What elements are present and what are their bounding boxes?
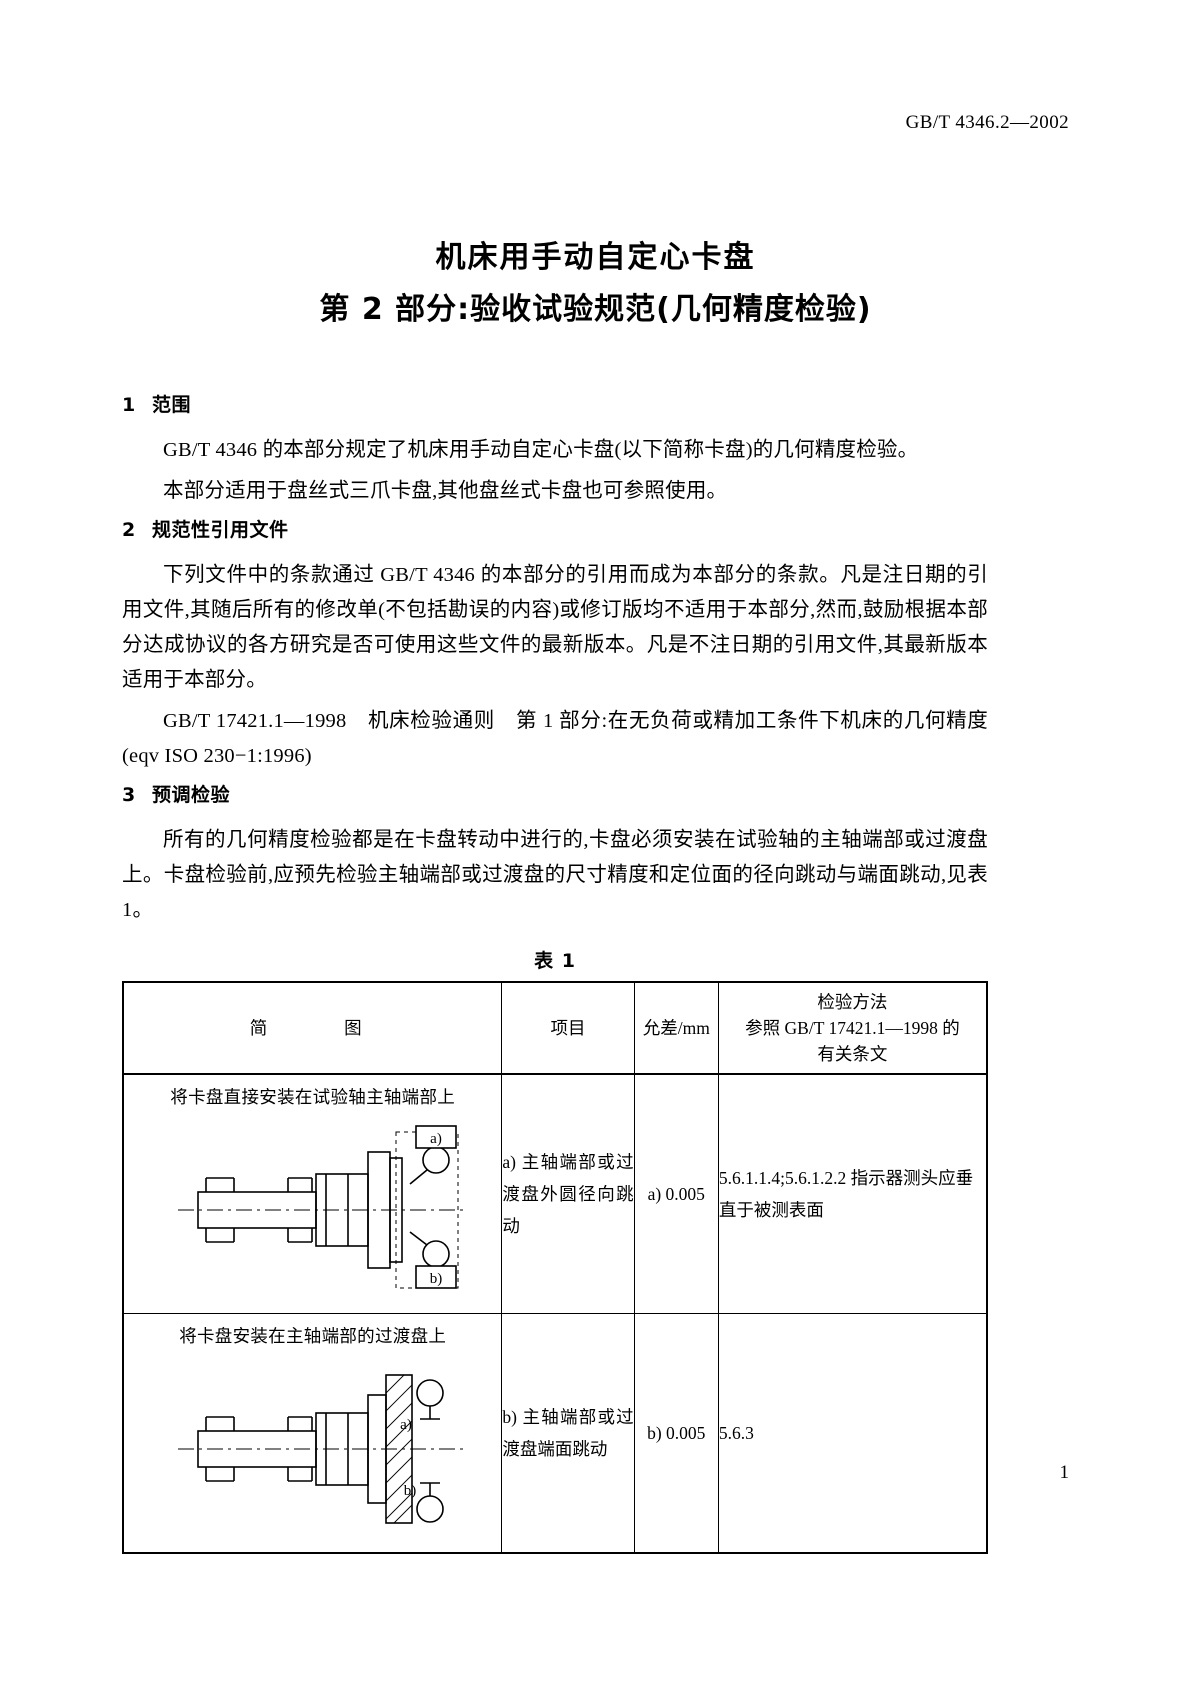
- column-header-method: 检验方法 参照 GB/T 17421.1—1998 的 有关条文: [717, 981, 988, 1075]
- standard-number: GB/T 4346.2—2002: [905, 112, 1069, 133]
- spindle-nose-direct-mount-diagram: a) b): [177, 1125, 466, 1289]
- section-1-paragraph-1: GB/T 4346 的本部分规定了机床用手动自定心卡盘(以下简称卡盘)的几何精度…: [163, 439, 919, 461]
- section-1-paragraph-2: 本部分适用于盘丝式三爪卡盘,其他盘丝式卡盘也可参照使用。: [163, 480, 728, 502]
- table-row: 将卡盘安装在主轴端部的过渡盘上: [122, 1313, 988, 1554]
- figure-title-row-2: 将卡盘安装在主轴端部的过渡盘上: [179, 1326, 447, 1346]
- table-row: 将卡盘直接安装在试验轴主轴端部上: [122, 1073, 988, 1314]
- section-heading-1: 1 范围: [122, 390, 988, 417]
- item-cell-row-1: a) 主轴端部或过渡盘外圆径向跳动: [501, 1073, 635, 1314]
- column-header-tolerance: 允差/mm: [633, 981, 719, 1075]
- column-header-item: 项目: [501, 981, 635, 1075]
- figure-cell-row-2: 将卡盘安装在主轴端部的过渡盘上: [122, 1313, 503, 1554]
- method-cell-row-2: 5.6.3: [717, 1313, 988, 1554]
- table-caption: 表 1: [534, 950, 576, 972]
- section-title-3: 预调检验: [152, 784, 231, 806]
- section-title-2: 规范性引用文件: [152, 519, 289, 541]
- table-header-row: 简 图 项目 允差/mm 检验方法 参照 GB/T 17421.1—1998 的…: [122, 981, 988, 1075]
- section-title-1: 范围: [152, 394, 192, 416]
- section-3-paragraph-1: 所有的几何精度检验都是在卡盘转动中进行的,卡盘必须安装在试验轴的主轴端部或过渡盘…: [122, 829, 988, 921]
- method-header-line-2: 参照 GB/T 17421.1—1998 的: [745, 1018, 960, 1038]
- title-line-2: 第 2 部分:验收试验规范(几何精度检验): [319, 292, 872, 327]
- section-2-paragraph-1: 下列文件中的条款通过 GB/T 4346 的本部分的引用而成为本部分的条款。凡是…: [122, 564, 988, 691]
- column-header-figure: 简 图: [122, 981, 503, 1075]
- page-title: 机床用手动自定心卡盘 第 2 部分:验收试验规范(几何精度检验): [0, 232, 1191, 336]
- figure-cell-row-1: 将卡盘直接安装在试验轴主轴端部上: [122, 1073, 503, 1314]
- document-body: 1 范围 GB/T 4346 的本部分规定了机床用手动自定心卡盘(以下简称卡盘)的…: [122, 390, 988, 1554]
- figure-label-a-row-1: a): [430, 1131, 442, 1147]
- figure-label-a-row-2: a): [400, 1417, 412, 1433]
- method-header-line-1: 检验方法: [817, 992, 888, 1012]
- method-header-line-3: 有关条文: [817, 1044, 888, 1064]
- section-number-1: 1: [122, 394, 136, 416]
- inspection-table: 简 图 项目 允差/mm 检验方法 参照 GB/T 17421.1—1998 的…: [122, 981, 988, 1554]
- item-cell-row-2: b) 主轴端部或过渡盘端面跳动: [501, 1313, 635, 1554]
- adapter-plate-mount-diagram: a) b): [177, 1374, 466, 1524]
- tolerance-cell-row-2: b) 0.005: [633, 1313, 719, 1554]
- figure-label-b-row-2: b): [403, 1483, 416, 1499]
- title-line-1: 机床用手动自定心卡盘: [435, 240, 756, 275]
- tolerance-cell-row-1: a) 0.005: [633, 1073, 719, 1314]
- section-number-3: 3: [122, 784, 136, 806]
- section-number-2: 2: [122, 519, 136, 541]
- section-2-reference-gbt17421: GB/T 17421.1—1998 机床检验通则 第 1 部分:在无负荷或精加工…: [122, 710, 988, 767]
- section-heading-2: 2 规范性引用文件: [122, 515, 988, 542]
- method-cell-row-1: 5.6.1.1.4;5.6.1.2.2 指示器测头应垂直于被测表面: [717, 1073, 988, 1314]
- section-heading-3: 3 预调检验: [122, 780, 988, 807]
- figure-label-b-row-1: b): [429, 1271, 442, 1287]
- page-number: 1: [1059, 1462, 1070, 1483]
- running-header: GB/T 4346.2—2002: [906, 112, 1069, 134]
- figure-title-row-1: 将卡盘直接安装在试验轴主轴端部上: [170, 1087, 456, 1107]
